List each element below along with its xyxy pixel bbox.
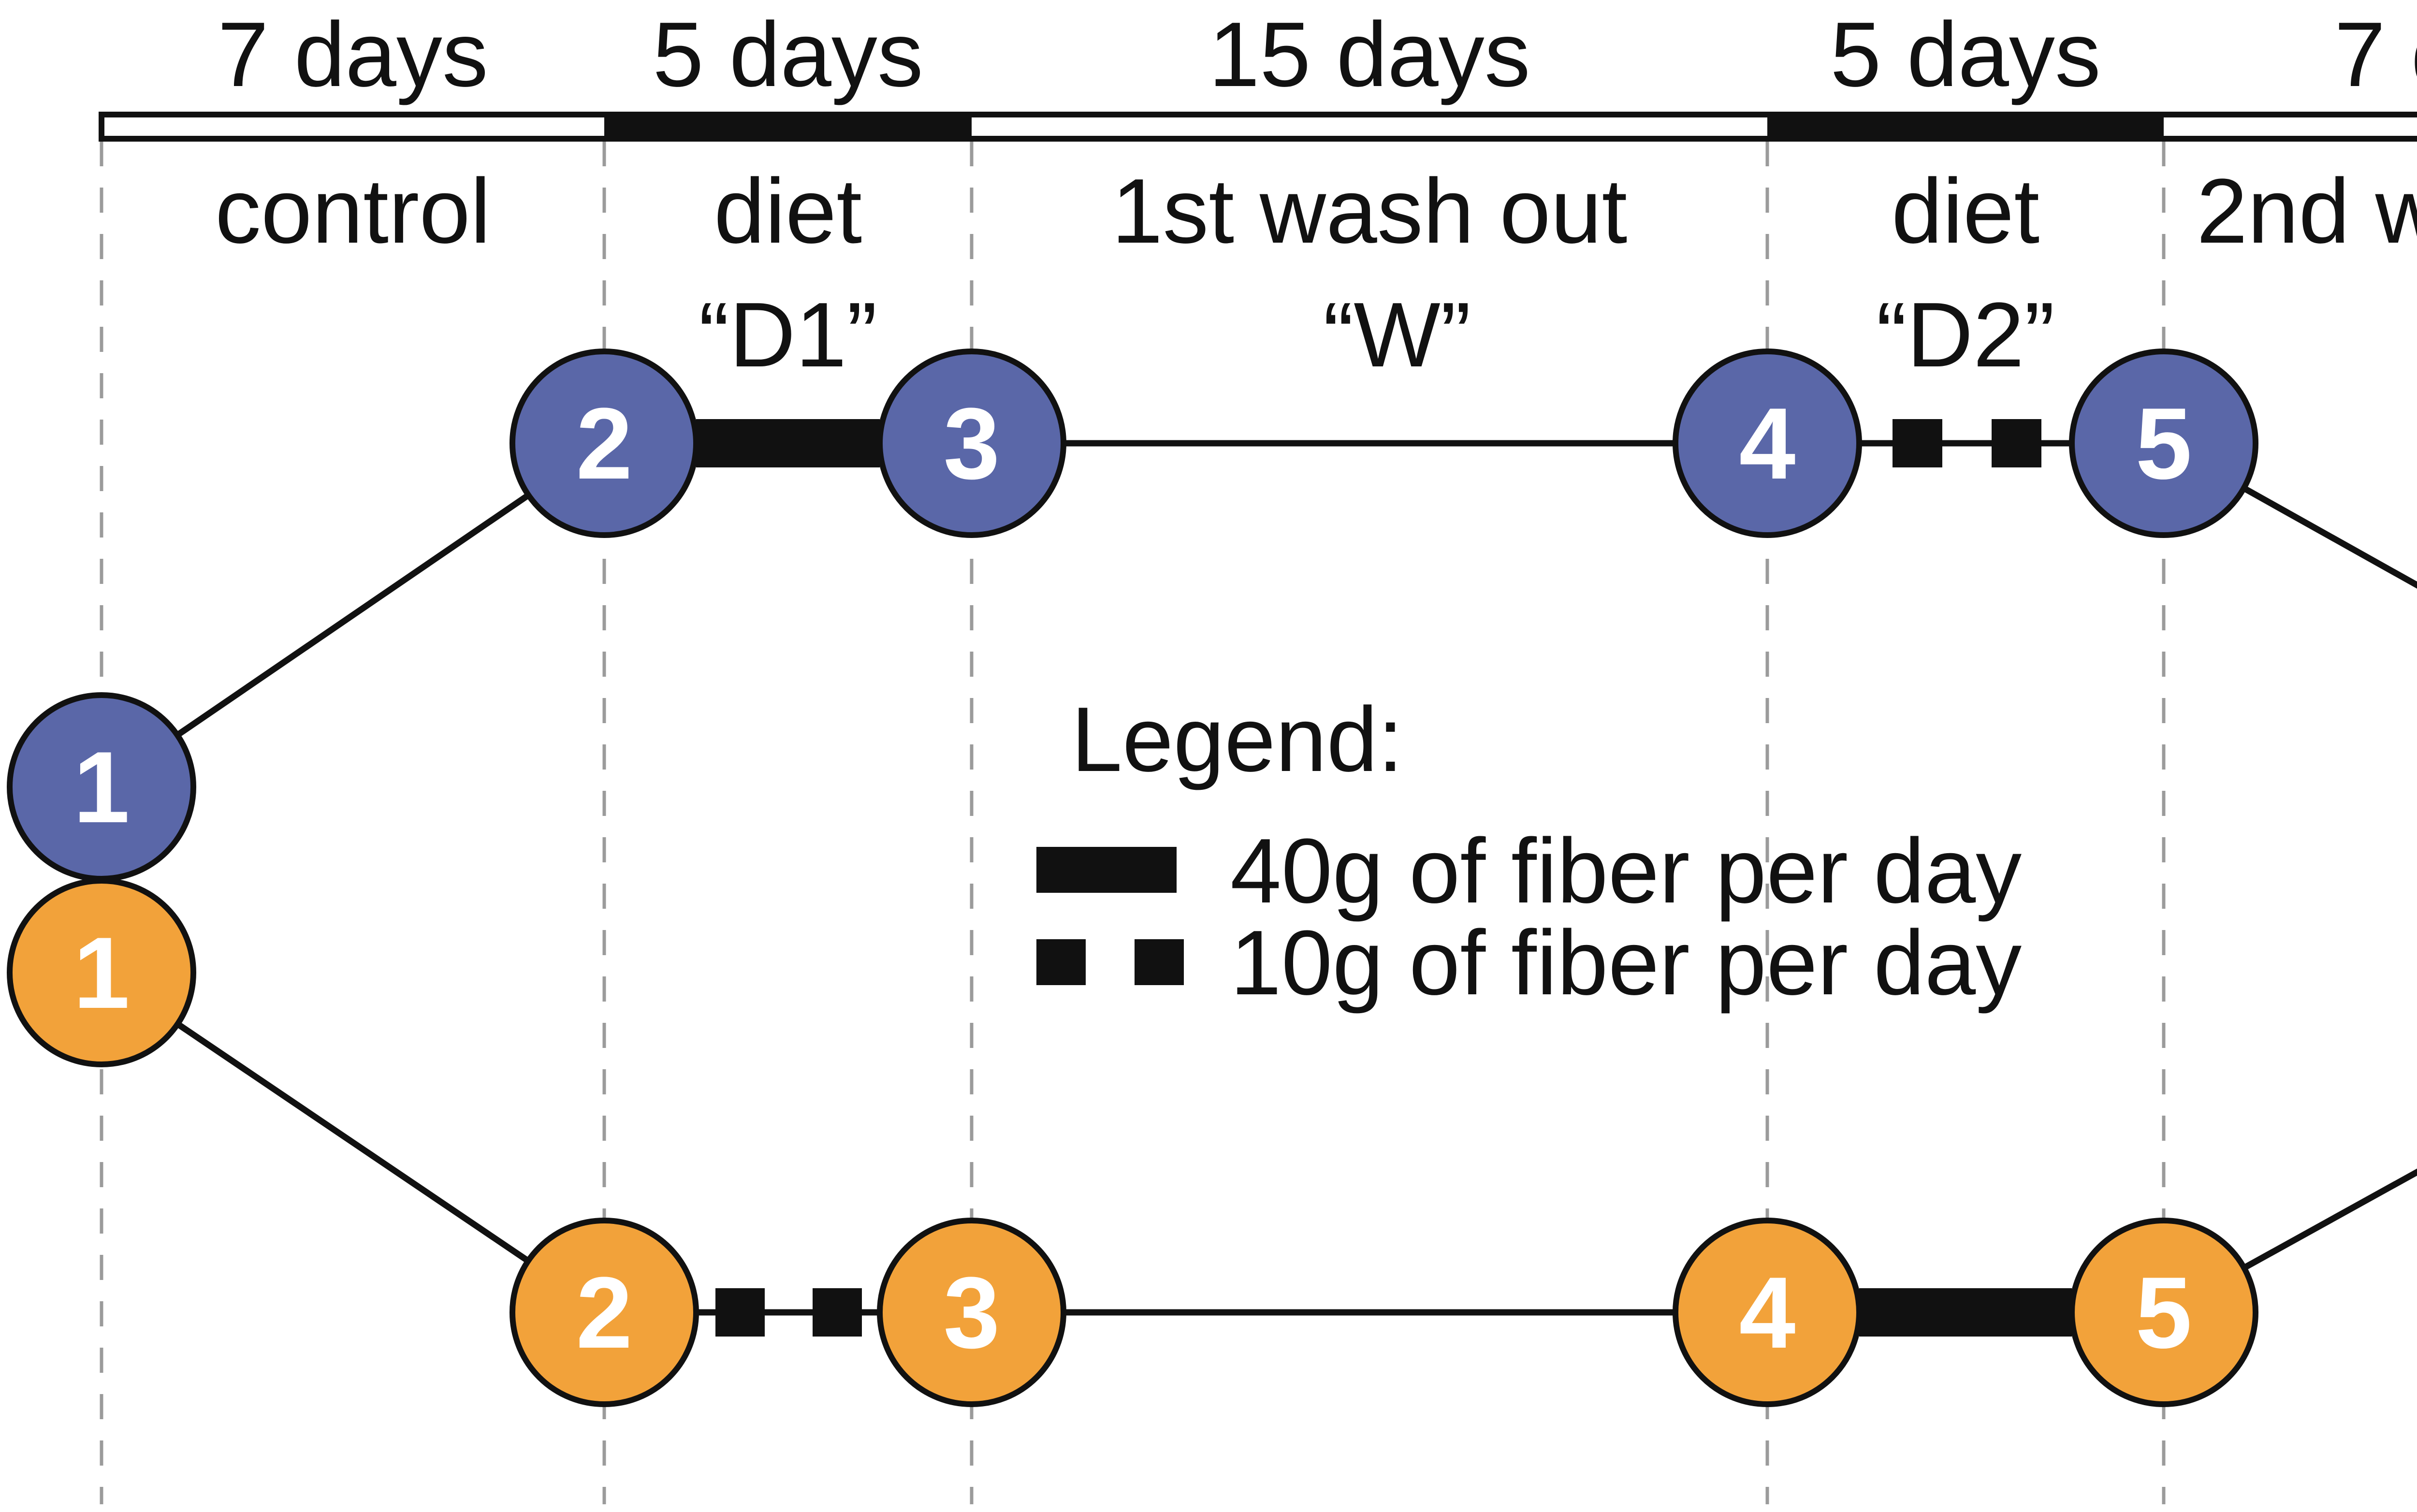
- diet1-block: [604, 112, 972, 142]
- blue-node-3: [877, 349, 1066, 538]
- orange-arm-nodes: 1 2 3 4 5 6: [7, 878, 2258, 1407]
- duration-label: 5 days: [653, 3, 923, 106]
- orange-arm-connectors: [100, 970, 2417, 1337]
- orange-40g-bar-4-5: [1859, 1288, 2072, 1337]
- phase-label: 2nd wash out: [2197, 160, 2417, 262]
- blue-40g-bar-2-3: [696, 419, 880, 467]
- period-label-d2: “D2”: [1876, 284, 2054, 386]
- orange-node-number: 5: [2136, 1256, 2192, 1369]
- duration-label: 7 days: [2334, 3, 2417, 106]
- legend-item-label: 10g of fiber per day: [1230, 912, 2022, 1014]
- orange-node-number: 1: [73, 916, 130, 1030]
- orange-10g-square: [813, 1288, 862, 1337]
- phase-labels: control diet 1st wash out diet 2nd wash …: [215, 160, 2417, 262]
- blue-node-number: 2: [576, 387, 633, 500]
- orange-node-3: [877, 1218, 1066, 1407]
- legend-title: Legend:: [1071, 688, 1403, 791]
- timeline-bar: [99, 112, 2417, 142]
- blue-node-number: 4: [1739, 387, 1796, 500]
- blue-node-number: 3: [944, 387, 1000, 500]
- orange-node-4: [1673, 1218, 1862, 1407]
- period-label-d1: “D1”: [699, 284, 877, 386]
- duration-labels: 7 days 5 days 15 days 5 days 7 days: [218, 3, 2417, 106]
- orange-link-5-6: [2162, 1168, 2417, 1315]
- legend-item-label: 40g of fiber per day: [1230, 820, 2022, 922]
- phase-label: control: [215, 160, 491, 262]
- duration-label: 7 days: [218, 3, 488, 106]
- orange-node-number: 3: [944, 1256, 1000, 1369]
- orange-node-1: [7, 878, 196, 1067]
- blue-node-number: 1: [73, 730, 130, 844]
- blue-arm-connectors: [100, 419, 2417, 790]
- orange-node-2: [510, 1218, 699, 1407]
- duration-label: 5 days: [1830, 3, 2101, 106]
- blue-link-5-6: [2162, 440, 2417, 589]
- duration-label: 15 days: [1208, 3, 1530, 106]
- blue-node-5: [2069, 349, 2258, 538]
- orange-node-5: [2069, 1218, 2258, 1407]
- legend-10g-swatch-icon: [1036, 939, 1086, 985]
- blue-arm-nodes: 1 2 3 4 5 6: [7, 349, 2258, 882]
- blue-node-4: [1673, 349, 1862, 538]
- orange-10g-square: [715, 1288, 765, 1337]
- blue-10g-square: [1992, 419, 2041, 467]
- legend-40g-swatch-icon: [1036, 847, 1177, 893]
- orange-node-number: 4: [1739, 1256, 1796, 1369]
- blue-link-1-2: [100, 440, 606, 790]
- period-label-w: “W”: [1323, 284, 1471, 386]
- phase-label: diet: [714, 160, 862, 262]
- blue-10g-square: [1893, 419, 1942, 467]
- legend-10g-swatch-icon: [1135, 939, 1184, 985]
- orange-node-number: 2: [576, 1256, 633, 1369]
- phase-label: diet: [1892, 160, 2039, 262]
- orange-link-1-2: [100, 970, 606, 1315]
- period-labels: “D1” “W” “D2”: [699, 284, 2054, 386]
- legend: Legend: 40g of fiber per day 10g of fibe…: [1036, 688, 2022, 1014]
- blue-node-number: 5: [2136, 387, 2192, 500]
- diet2-block: [1767, 112, 2164, 142]
- blue-node-2: [510, 349, 699, 538]
- phase-label: 1st wash out: [1112, 160, 1628, 262]
